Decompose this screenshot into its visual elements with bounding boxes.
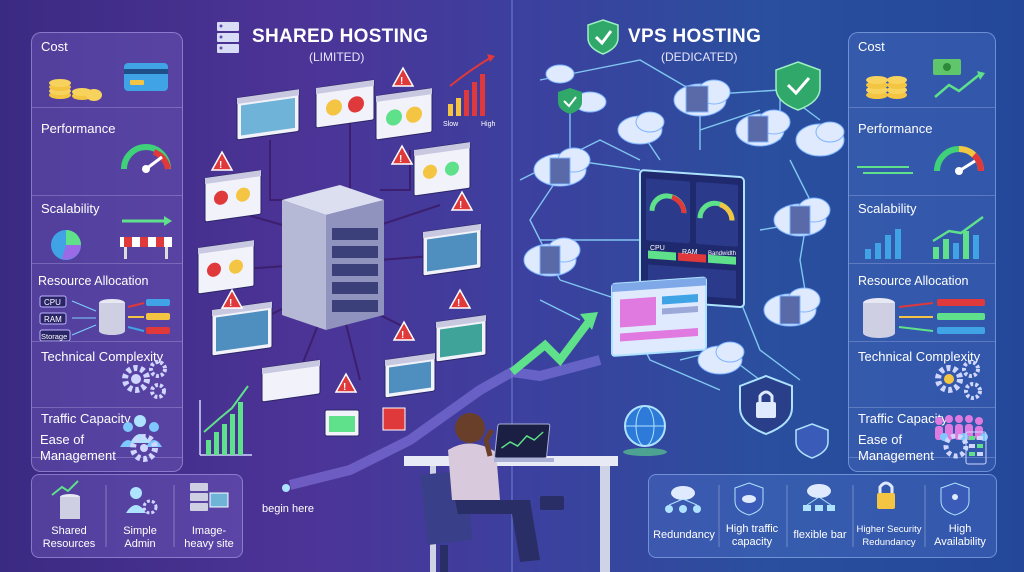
feature-flexible-bar: flexible bar [793,529,847,541]
shared-site-windows [197,79,487,437]
metric-label: Resource Allocation [38,274,149,288]
gears-icon [122,360,167,399]
metric-label: Cost [858,39,885,54]
metric-label: Technical Complexity [41,349,164,364]
svg-text:!: ! [459,200,462,211]
vps-subtitle: (DEDICATED) [661,50,738,64]
cloud-servers [523,64,845,375]
admin-gear-user-icon [126,487,158,515]
globe-icon [623,405,667,456]
vps-features-box: Redundancy High traffic capacity flexibl… [648,474,997,558]
flow-path [282,312,602,492]
server-title-icon [217,22,239,53]
svg-text:!: ! [399,154,402,165]
dashboard-bandwidth-label: Bandwidth [708,251,737,257]
shared-features-box: Shared Resources Simple Admin Image-heav… [31,474,243,558]
metric-row-resource-allocation: Resource Allocation [849,263,995,342]
shared-server-tower [282,185,384,330]
shield-cloud-icon [734,482,764,516]
cloud-network-icon [665,486,701,513]
lock-icon [877,481,895,509]
svg-text:!: ! [401,330,404,341]
metric-label: Scalability [858,201,917,216]
vps-dashboard [639,169,745,309]
feature-high-traffic-capacity: High traffic capacity [725,523,779,548]
shared-subtitle: (LIMITED) [309,50,365,64]
resource-db-icon [39,295,170,341]
shared-feature-icons [51,480,229,547]
cloud-nodes-icon [803,484,835,511]
lock-shield-icon [739,374,793,436]
shield-check-title-icon [587,19,619,55]
svg-text:!: ! [343,382,346,393]
metric-label: Performance [858,121,933,136]
shield-network-icon [940,482,970,516]
metric-row-scalability: Scalability [849,195,995,264]
resource-ram-label: RAM [44,315,62,324]
metric-row-cost: Cost [849,33,995,108]
metric-row-cost: Cost [32,33,182,108]
feature-shared-resources: Shared Resources [42,525,96,550]
svg-text:!: ! [400,76,403,87]
metric-row-performance: Performance [32,107,182,196]
coins-money-chart-icon [866,59,985,99]
metric-row-resource-allocation: Resource Allocation CPU RAM Storage [32,263,182,342]
feature-redundancy: Redundancy [653,529,715,541]
metric-label: Traffic Capacity [41,411,131,426]
metric-label-ease: Ease of Management [40,432,116,463]
metric-label: Traffic Capacity [858,411,948,426]
shared-metrics-panel: Cost Performance Scalability [31,32,183,472]
metric-row-technical-complexity: Technical Complexity [32,341,182,408]
begin-here-label: begin here [262,503,314,515]
metric-row-scalability: Scalability [32,195,182,264]
speed-gauge-icon [857,146,984,175]
growth-chart-icon [199,385,252,456]
vps-title: VPS HOSTING [628,26,762,47]
server-stack-chart-icon [51,480,80,519]
feature-high-availability: High Availability [934,523,986,548]
metric-label: Performance [41,121,116,136]
pie-barrier-icon [51,216,172,260]
metric-label: Scalability [41,201,100,216]
load-bar-chart-icon [448,54,495,116]
vps-shield-small [558,88,582,114]
database-image-icon [190,483,229,511]
slow-label: Slow [443,121,459,128]
metric-label: Cost [41,39,68,54]
warning-icons [210,66,474,393]
vps-store-window [611,276,707,357]
resource-cpu-label: CPU [44,298,61,307]
metric-row-performance: Performance [849,107,995,196]
feature-image-heavy-site: Image-heavy site [184,525,234,550]
vps-shield-large [775,61,821,111]
vps-feature-icons [665,481,970,547]
metric-label: Resource Allocation [858,274,969,288]
coins-card-icon [49,63,168,101]
feature-higher-security-redundancy: Higher Security Redundancy [856,524,922,548]
resource-storage-label: Storage [41,332,68,341]
center-divider [511,0,513,572]
dashboard-cpu-label: CPU [650,245,665,252]
gears-icon [935,360,982,400]
svg-text:!: ! [219,160,222,171]
shield-small-icon [795,423,829,459]
feature-simple-admin: Simple Admin [123,525,157,550]
shared-title: SHARED HOSTING [252,26,429,47]
metric-row-technical-complexity: Technical Complexity [849,341,995,408]
svg-text:!: ! [229,298,232,309]
metric-label-ease: Ease of Management [858,432,934,463]
svg-text:!: ! [457,298,460,309]
metric-label: Technical Complexity [858,349,981,364]
gauge-icon [121,144,171,173]
dashboard-ram-label: RAM [682,249,698,256]
resource-db-bars-icon [863,298,985,338]
person-at-desk [404,413,618,572]
high-label: High [481,121,496,128]
bar-growth-icon [865,215,984,259]
